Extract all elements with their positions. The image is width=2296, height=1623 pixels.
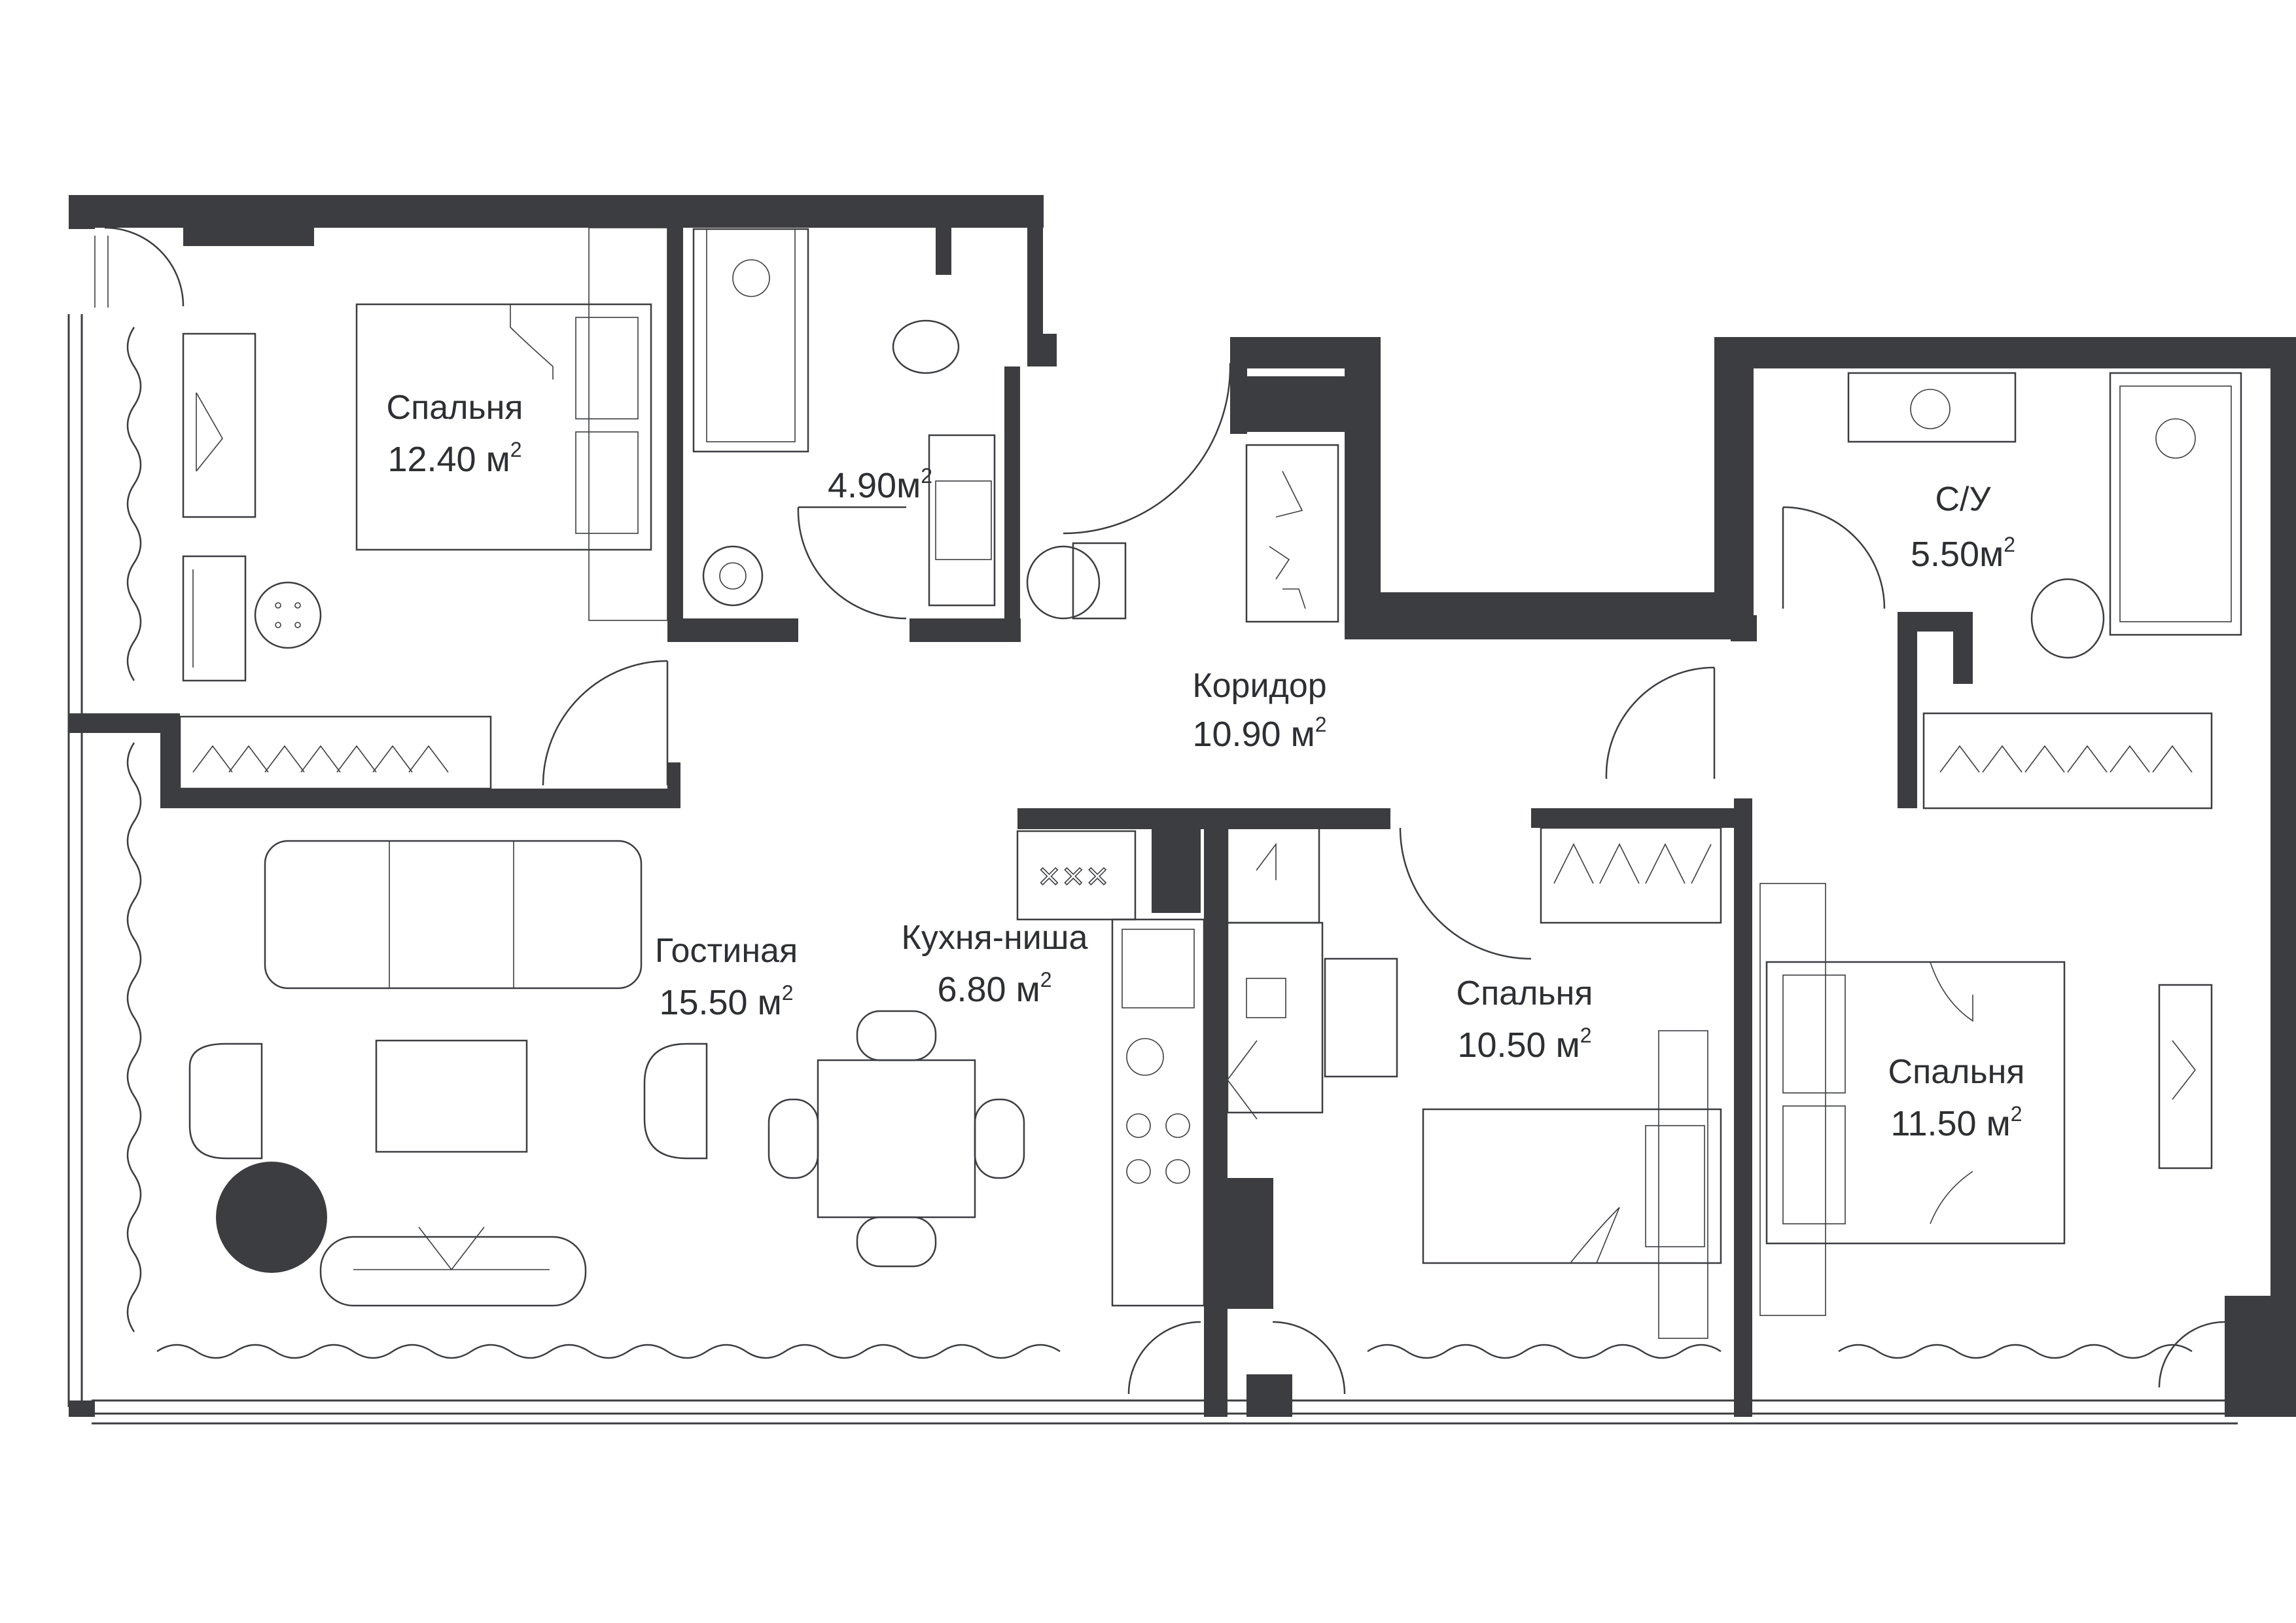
room-area-bathroom-2: 5.50м2 <box>1911 533 2015 574</box>
room-name-bedroom-1: Спальня <box>387 389 523 427</box>
room-name-corridor: Коридор <box>1192 667 1326 705</box>
room-labels: Спальня 12.40 м2 4.90м2 Коридор 10.90 м2… <box>387 389 2025 1143</box>
doors <box>104 226 2225 1395</box>
room-area-bedroom-3: 11.50 м2 <box>1890 1102 2022 1143</box>
room-area-bedroom-2: 10.50 м2 <box>1457 1024 1591 1065</box>
room-name-living: Гостиная <box>655 932 798 970</box>
svg-text:✕✕✕: ✕✕✕ <box>1037 861 1110 894</box>
curtains <box>126 327 2193 1359</box>
room-name-bathroom-2: С/У <box>1935 480 1991 518</box>
walls <box>69 195 2296 1417</box>
room-area-living: 15.50 м2 <box>659 981 793 1022</box>
room-area-bedroom-1: 12.40 м2 <box>387 438 521 479</box>
room-area-kitchen: 6.80 м2 <box>937 968 1051 1009</box>
room-name-kitchen: Кухня-ниша <box>902 919 1088 957</box>
room-area-bathroom-1: 4.90м2 <box>828 464 932 505</box>
room-area-corridor: 10.90 м2 <box>1192 713 1326 754</box>
windows <box>67 236 2238 1425</box>
room-name-bedroom-3: Спальня <box>1888 1053 2025 1091</box>
room-name-bedroom-2: Спальня <box>1457 974 1593 1012</box>
furniture: ✕✕✕ <box>179 227 2242 1339</box>
